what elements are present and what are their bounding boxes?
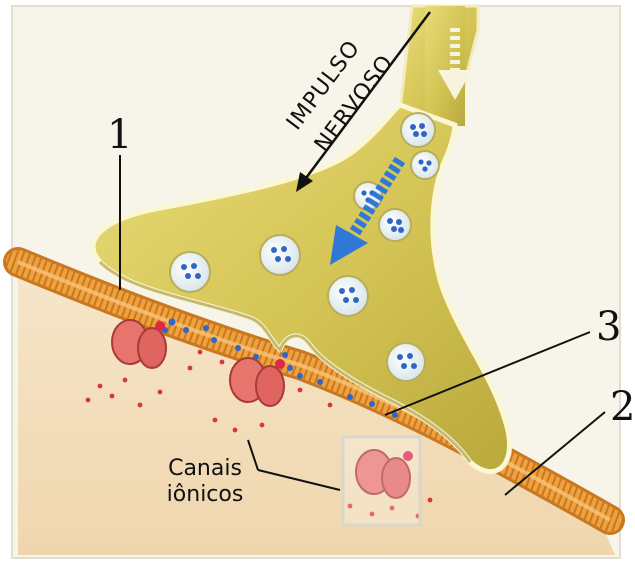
- vesicle: [401, 113, 435, 147]
- vesicle: [260, 235, 300, 275]
- label-canais-ionicos: Canais iônicos: [150, 456, 260, 508]
- ion-channel-2: [230, 358, 285, 406]
- label-2: 2: [610, 387, 635, 427]
- vesicle: [170, 252, 210, 292]
- label-3: 3: [596, 307, 621, 347]
- vesicle: [387, 343, 425, 381]
- canais-line-1: Canais: [150, 456, 260, 482]
- canais-line-2: iônicos: [150, 482, 260, 508]
- highlight-box: [343, 437, 420, 525]
- label-1: 1: [107, 115, 132, 155]
- vesicle: [328, 276, 368, 316]
- ion-channel-1: [112, 320, 166, 368]
- vesicle: [379, 209, 411, 241]
- vesicle: [411, 151, 439, 179]
